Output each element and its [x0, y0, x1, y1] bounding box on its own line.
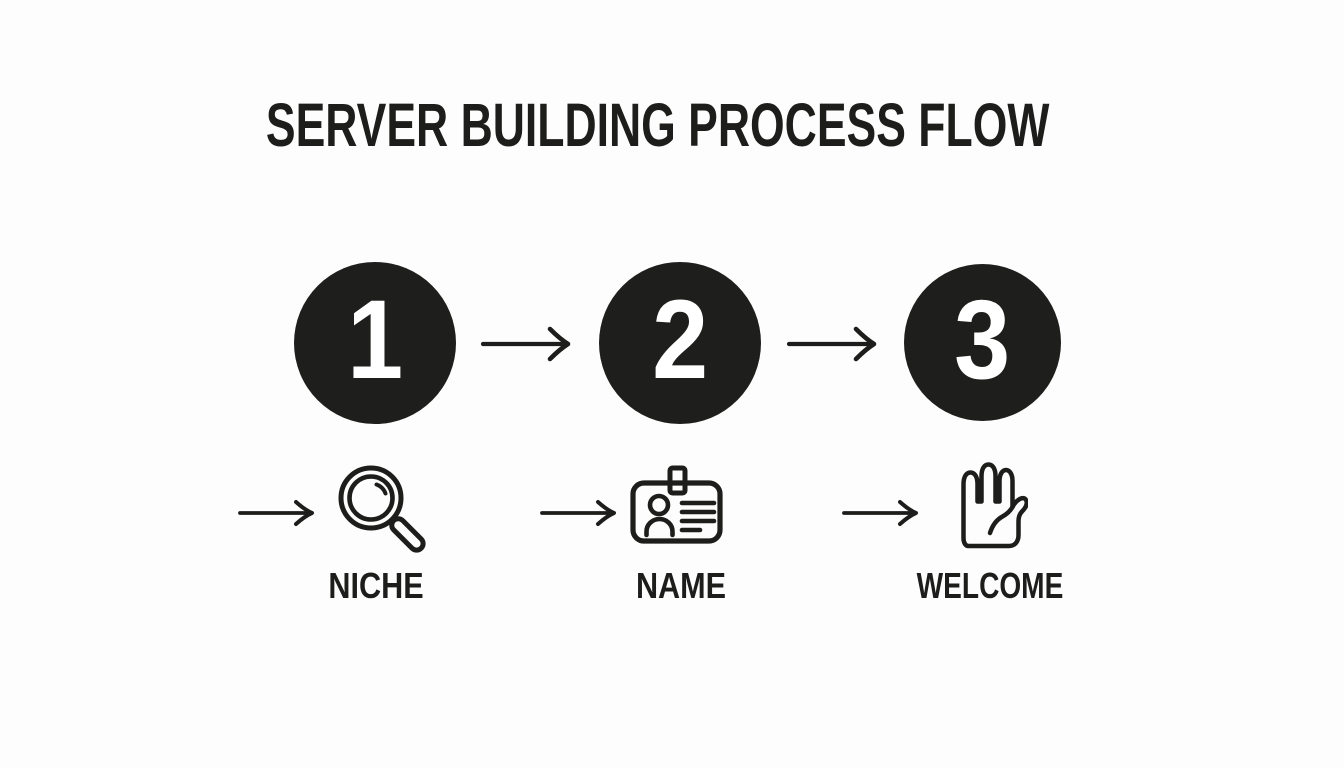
flow-arrow-step2-step3 — [786, 324, 878, 364]
step-label-text: NAME — [635, 565, 727, 606]
magnifying-glass-icon — [338, 465, 426, 553]
flow-arrow-into-name — [540, 495, 618, 531]
step-circle-1: 1 — [294, 262, 456, 424]
step-number-1: 1 — [346, 277, 404, 402]
flow-arrow-into-welcome — [842, 495, 920, 531]
id-badge-icon — [630, 465, 723, 544]
page-title: SERVER BUILDING PROCESS FLOW — [0, 95, 1316, 156]
step-number-3: 3 — [954, 276, 1011, 402]
step-label-text: NICHE — [328, 565, 424, 606]
waving-hand-icon — [961, 462, 1028, 549]
flow-arrow-into-niche — [238, 495, 316, 531]
step-label-niche: NICHE — [266, 568, 486, 604]
flow-arrow-step1-step2 — [480, 324, 572, 364]
step-number-2: 2 — [651, 277, 709, 402]
step-circle-3: 3 — [904, 264, 1061, 421]
step-circle-2: 2 — [599, 262, 761, 424]
step-label-welcome: WELCOME — [880, 568, 1100, 604]
step-label-text: WELCOME — [916, 565, 1064, 606]
page-title-text: SERVER BUILDING PROCESS FLOW — [266, 91, 1050, 159]
step-label-name: NAME — [571, 568, 791, 604]
